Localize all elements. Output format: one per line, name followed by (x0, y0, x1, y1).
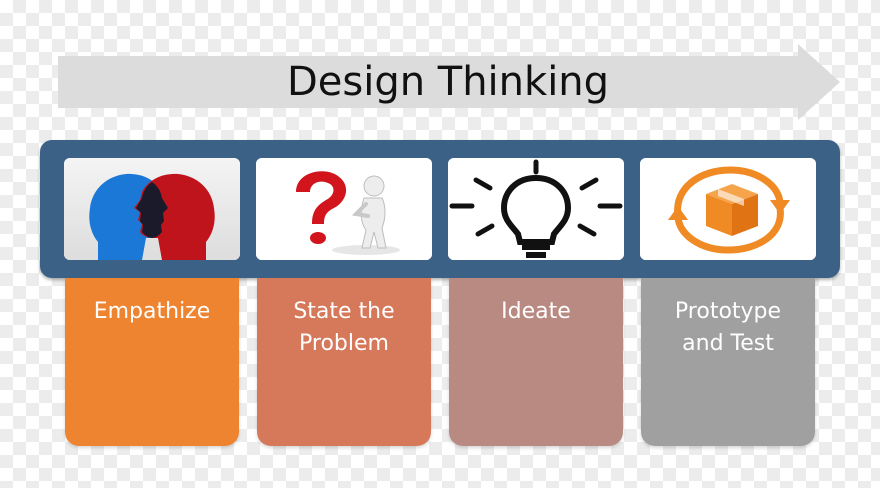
arrow-shape (58, 44, 840, 120)
diagram-title: Design Thinking (286, 59, 610, 105)
step-label-line: State the (293, 299, 395, 324)
step-label-line: Prototype (674, 299, 782, 324)
step-card-prototype-test: Prototype and Test (641, 278, 815, 446)
step-label: Prototype and Test (641, 296, 815, 360)
step-label-line: Empathize (93, 299, 211, 324)
box-cycle-icon (640, 158, 816, 260)
step-label: Ideate (449, 296, 623, 328)
step-label-line: Ideate (501, 299, 571, 324)
title-arrow-banner: Design Thinking (58, 44, 840, 120)
step-card-state-problem: State the Problem (257, 278, 431, 446)
question-figure-icon (256, 158, 432, 260)
tile-prototype-test (640, 158, 816, 260)
empathy-heads-icon (64, 158, 240, 260)
tile-empathize (64, 158, 240, 260)
tile-state-problem (256, 158, 432, 260)
step-label-line: and Test (682, 331, 774, 356)
tile-ideate (448, 158, 624, 260)
step-label: Empathize (65, 296, 239, 328)
step-card-empathize: Empathize (65, 278, 239, 446)
lightbulb-icon (448, 158, 624, 260)
step-label: State the Problem (257, 296, 431, 360)
step-label-line: Problem (299, 331, 389, 356)
step-card-ideate: Ideate (449, 278, 623, 446)
